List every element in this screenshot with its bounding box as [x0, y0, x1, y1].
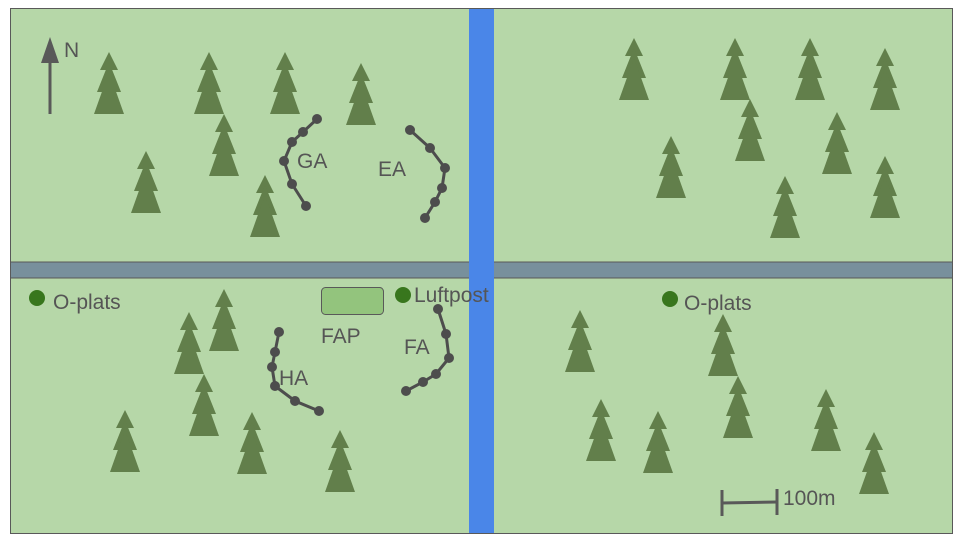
tree-icon — [643, 411, 673, 473]
position-point — [444, 353, 454, 363]
tree-icon — [708, 314, 738, 376]
position-point — [420, 213, 430, 223]
position-point — [440, 163, 450, 173]
position-label-ha: HA — [279, 367, 308, 390]
north-label: N — [64, 39, 79, 62]
position-point — [441, 329, 451, 339]
scale-bar — [720, 489, 779, 516]
river — [469, 9, 494, 533]
tree-icon — [194, 52, 224, 114]
tree-icon — [209, 289, 239, 351]
position-point — [312, 114, 322, 124]
tree-icon — [174, 312, 204, 374]
tree-icon — [325, 430, 355, 492]
tree-icon — [110, 410, 140, 472]
tree-icon — [189, 374, 219, 436]
position-line-ha — [267, 327, 324, 416]
tree-icon — [237, 412, 267, 474]
tree-icon — [94, 52, 124, 114]
fap-label: FAP — [321, 325, 361, 348]
position-point — [401, 386, 411, 396]
position-label-ga: GA — [297, 150, 327, 173]
tree-icon — [735, 99, 765, 161]
luftpost-label: Luftpost — [414, 284, 489, 307]
tree-icon — [811, 389, 841, 451]
position-point — [425, 143, 435, 153]
tree-icon — [131, 151, 161, 213]
position-point — [267, 362, 277, 372]
tree-icon — [656, 136, 686, 198]
position-point — [437, 183, 447, 193]
position-point — [433, 304, 443, 314]
scale-label: 100m — [783, 487, 836, 510]
position-point — [290, 396, 300, 406]
tree-icon — [250, 175, 280, 237]
tree-icon — [209, 114, 239, 176]
tree-icon — [565, 310, 595, 372]
tree-icon — [346, 63, 376, 125]
o-plats-marker — [29, 290, 45, 306]
luftpost-marker — [395, 287, 411, 303]
tree-icon — [586, 399, 616, 461]
position-point — [270, 381, 280, 391]
fap-area — [321, 287, 384, 315]
position-point — [270, 347, 280, 357]
position-label-ea: EA — [378, 158, 406, 181]
position-line-ga — [279, 114, 322, 211]
tree-icon — [270, 52, 300, 114]
position-line-fa — [401, 304, 454, 396]
north-arrow-icon — [41, 37, 59, 114]
tree-icon — [822, 112, 852, 174]
position-label-fa: FA — [404, 336, 430, 359]
position-point — [430, 197, 440, 207]
position-point — [418, 377, 428, 387]
position-point — [287, 137, 297, 147]
position-point — [314, 406, 324, 416]
position-point — [274, 327, 284, 337]
tree-icon — [870, 48, 900, 110]
position-point — [279, 156, 289, 166]
tree-icon — [859, 432, 889, 494]
position-point — [298, 127, 308, 137]
tree-icon — [870, 156, 900, 218]
tree-icon — [723, 376, 753, 438]
tree-icon — [720, 38, 750, 100]
position-point — [301, 201, 311, 211]
position-line-ea — [405, 125, 450, 223]
position-point — [405, 125, 415, 135]
o-plats-label: O-plats — [684, 292, 752, 315]
tree-icon — [795, 38, 825, 100]
position-point — [431, 369, 441, 379]
o-plats-marker — [662, 291, 678, 307]
position-point — [287, 179, 297, 189]
tree-icon — [770, 176, 800, 238]
o-plats-label: O-plats — [53, 291, 121, 314]
tree-icon — [619, 38, 649, 100]
